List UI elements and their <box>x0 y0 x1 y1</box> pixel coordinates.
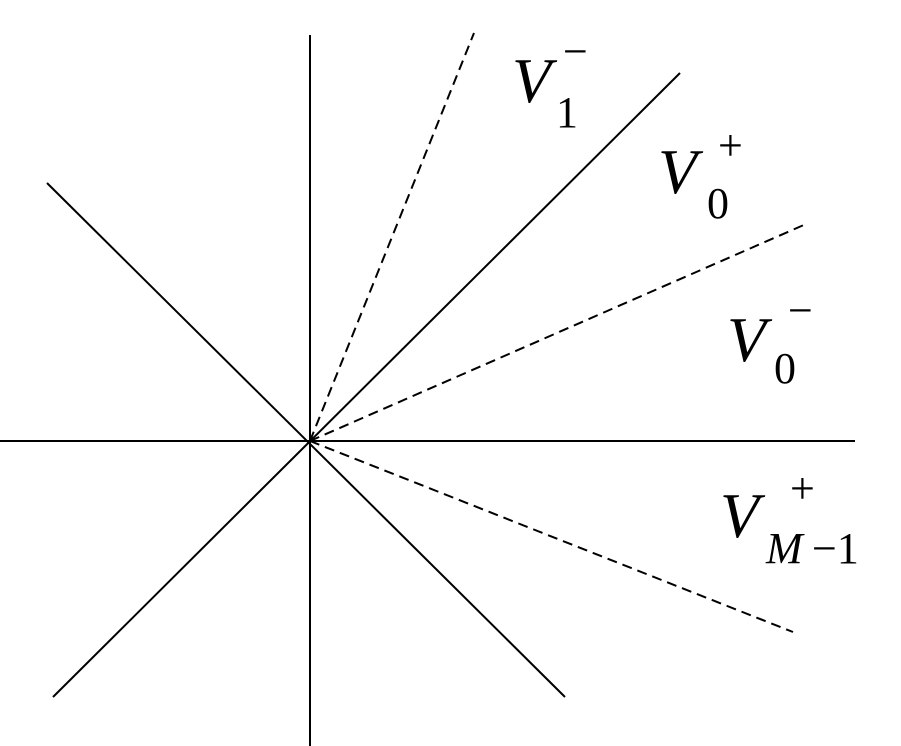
label-vm1-plus-base: V <box>720 480 766 551</box>
dashed-ray-upper-steep <box>309 32 475 442</box>
label-v0-plus-sup: + <box>718 121 743 170</box>
solid-diagonal-falling <box>46 182 566 698</box>
label-v0-plus: V + 0 <box>658 121 743 228</box>
label-v0-plus-sub: 0 <box>707 179 729 228</box>
label-vm1-plus: V + M −1 <box>720 464 859 573</box>
dashed-ray-upper-shallow <box>309 223 807 442</box>
solid-diagonal-rising <box>52 72 681 698</box>
label-vm1-plus-sub-var: M <box>765 524 805 573</box>
label-v1-minus-base: V <box>512 45 558 116</box>
label-v0-minus-sup: − <box>788 286 813 335</box>
label-v1-minus-sup: − <box>563 27 588 76</box>
label-vm1-plus-sub-rest: −1 <box>812 524 859 573</box>
dashed-ray-lower-shallow <box>309 440 794 633</box>
label-v1-minus-sub: 1 <box>556 88 578 137</box>
label-vm1-plus-sup: + <box>790 464 815 513</box>
label-v0-minus-base: V <box>727 304 773 375</box>
label-v0-minus-sub: 0 <box>774 344 796 393</box>
label-v0-plus-base: V <box>658 136 704 207</box>
label-v0-minus: V − 0 <box>727 286 813 393</box>
label-v1-minus: V − 1 <box>512 27 588 137</box>
